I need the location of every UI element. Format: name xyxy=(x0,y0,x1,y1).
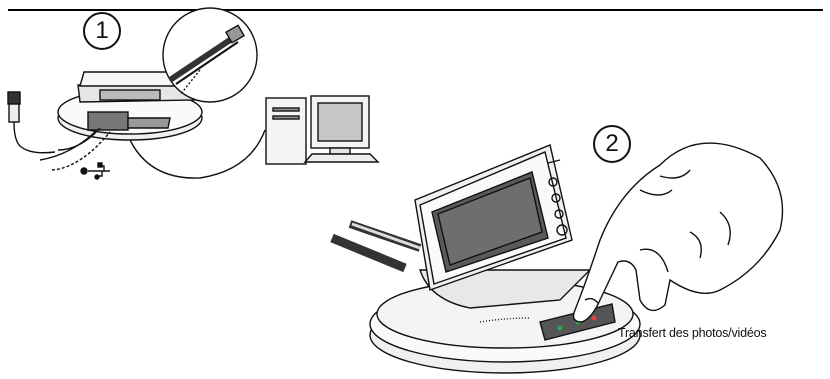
step-1-illustration xyxy=(8,8,378,179)
camera-icon xyxy=(415,145,572,290)
transfer-caption: Transfert des photos/vidéos xyxy=(618,326,766,340)
power-plug-icon xyxy=(8,92,55,153)
computer-icon xyxy=(266,96,378,164)
usb-icon xyxy=(81,163,110,179)
connector-magnifier-icon xyxy=(163,8,257,102)
